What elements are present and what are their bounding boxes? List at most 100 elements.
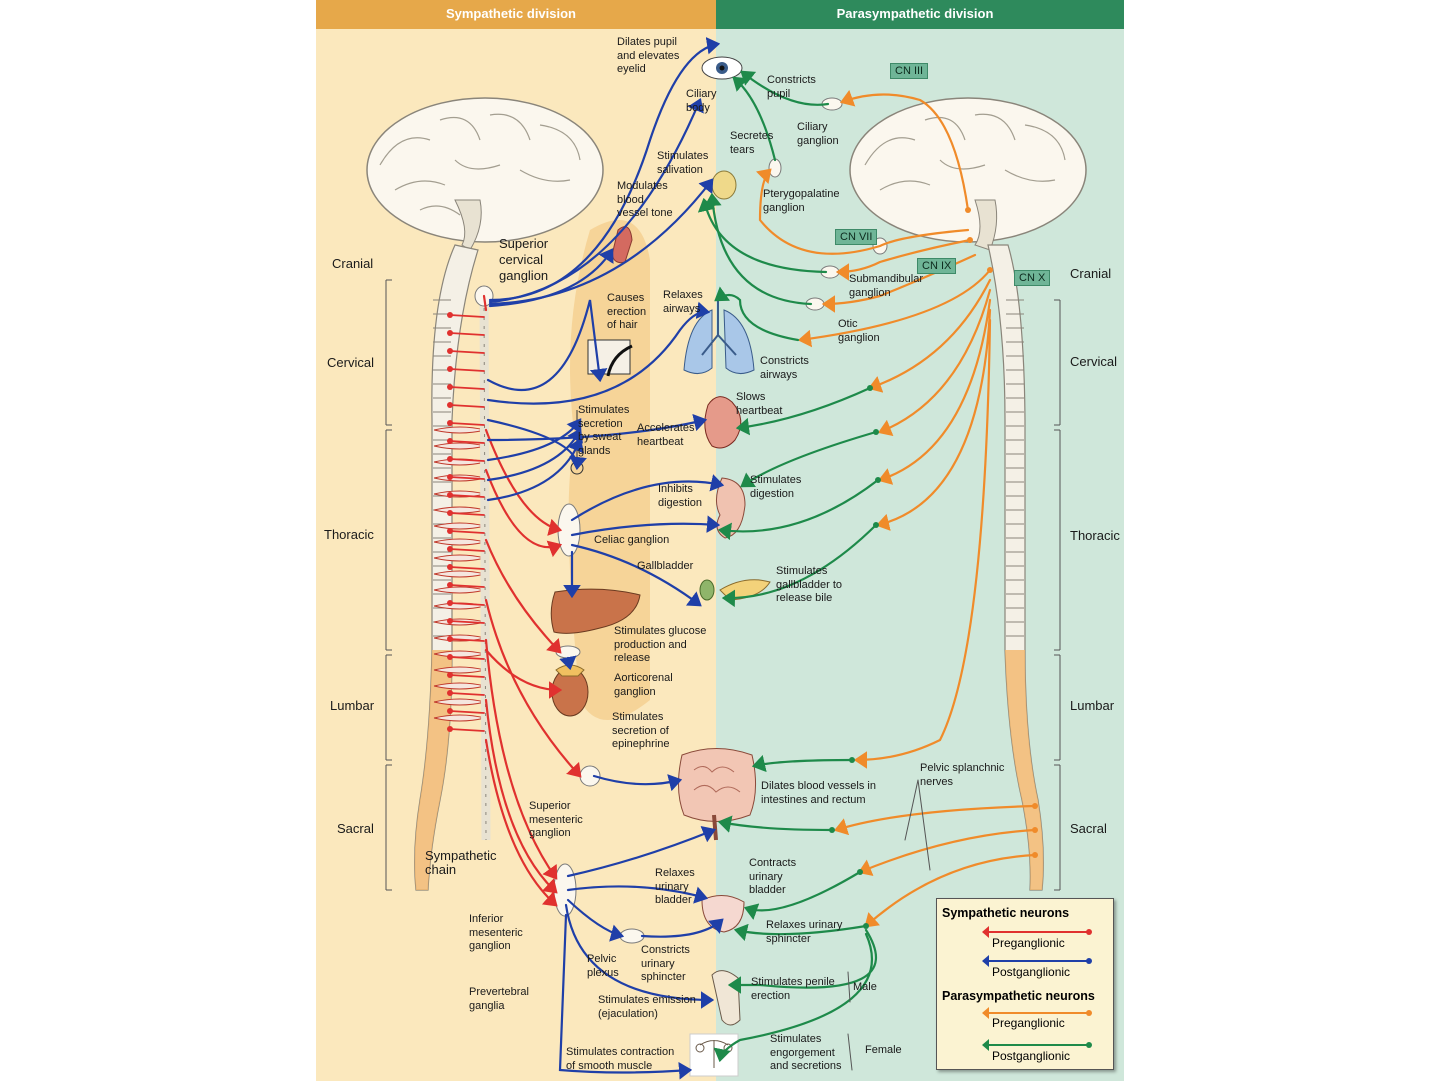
para-pre-cn7-submand (835, 238, 972, 281)
inferior-mesenteric-label: Inferior mesenteric ganglion (469, 913, 523, 952)
sym-pre-root (449, 530, 485, 534)
stimulates-salivation-label: Stimulates salivation (657, 150, 709, 176)
constricts-sphincter-label: Constricts urinary sphincter (641, 944, 690, 983)
sym-pre-to-sup-mesenteric (484, 598, 582, 778)
left-region-sacral: Sacral (337, 821, 374, 836)
legend-sym-post-line (982, 955, 1092, 967)
sym-pre-root (449, 494, 485, 498)
ciliary-body-label: Ciliary body (686, 88, 717, 114)
glucose-label: Stimulates glucose production and releas… (614, 625, 707, 664)
sym-pre-origin (447, 726, 453, 732)
para-post-origin (863, 923, 869, 929)
legend-para-post-label: Postganglionic (992, 1049, 1071, 1063)
para-post-stomach (717, 478, 880, 541)
para-pre-origin (965, 207, 971, 213)
right-cord-segments (1006, 299, 1024, 637)
sym-pre-root (449, 656, 485, 660)
sym-pre-root (449, 440, 485, 444)
legend-sympathetic-title: Sympathetic neurons (942, 906, 1070, 920)
para-post-intestines (751, 754, 854, 773)
sym-pre-root (449, 710, 485, 714)
sym-pre-root (449, 422, 485, 426)
sym-pre-origin (447, 672, 453, 678)
para-post-tears (732, 76, 777, 162)
sym-pre-root (449, 620, 485, 624)
pelvic-splanchnic-pointer (904, 779, 931, 871)
sympathetic-chain-label: Sympathetic chain (425, 849, 497, 874)
sym-pre-origin (447, 312, 453, 318)
sym-post-branch-1 (486, 418, 582, 462)
para-pre-cn7-ptery (756, 168, 970, 255)
lungs-organ (683, 300, 755, 374)
para-pre-cn10-lungs (797, 268, 992, 348)
para-post-origin (875, 477, 881, 483)
para-pre-cn3 (839, 89, 970, 212)
sym-post-emission (564, 903, 715, 1009)
sym-pre-origin (447, 420, 453, 426)
para-pre-origin (1032, 852, 1038, 858)
para-pre-cn10-gallbladder (875, 308, 992, 531)
pterygopalatine-label: Pterygopalatine ganglion (763, 188, 840, 214)
sym-pre-to-pelvic (484, 738, 558, 907)
female-reproductive-organ (689, 1033, 739, 1077)
para-pre-origin (1032, 827, 1038, 833)
para-post-heart (735, 386, 872, 436)
sweat-glands-label: Stimulates secretion by sweat glands (578, 404, 630, 457)
sym-pre-origin (447, 546, 453, 552)
para-post-female (713, 932, 873, 1063)
para-post-digestion (740, 430, 878, 488)
relaxes-sphincter-label: Relaxes urinary sphincter (766, 919, 843, 945)
secretes-tears-label: Secretes tears (730, 130, 774, 156)
contracts-bladder-label: Contracts urinary bladder (749, 857, 797, 896)
para-pre-sacral-pelvic (864, 853, 1037, 928)
sym-post-smooth-muscle (558, 913, 693, 1080)
left-region-thoracic: Thoracic (324, 527, 374, 542)
sym-pre-origin (447, 618, 453, 624)
left-region-lumbar: Lumbar (330, 698, 375, 713)
sym-pre-to-inf-mesenteric (484, 638, 558, 880)
sym-pre-root (449, 602, 485, 606)
parasympathetic-header-bar (716, 0, 1124, 29)
cn-x-tag: CN X (1014, 270, 1051, 286)
sym-post-bladder (566, 885, 709, 904)
accelerates-heartbeat-label: Accelerates heartbeat (637, 422, 695, 448)
sym-pre-root (449, 548, 485, 552)
sym-pre-to-aorticorenal (484, 538, 562, 654)
sym-post-gallbladder (570, 543, 702, 607)
sym-pre-origin (447, 564, 453, 570)
sym-pre-root (449, 386, 485, 390)
sym-pre-origin (447, 636, 453, 642)
sym-post-lungs (486, 301, 711, 405)
legend-parasympathetic-title: Parasympathetic neurons (942, 989, 1095, 1003)
right-region-brackets (1054, 299, 1061, 891)
modulates-vessel-label: Modulates blood vessel tone (617, 180, 673, 219)
liver-organ (550, 588, 641, 634)
dilates-vessels-label: Dilates blood vessels in intestines and … (761, 780, 876, 806)
slows-heartbeat-label: Slows heartbeat (736, 391, 783, 417)
sym-post-stomach (570, 474, 725, 522)
sym-pre-to-celiac-2 (484, 468, 563, 558)
sex-brackets (847, 971, 853, 1071)
aorticorenal-label: Aorticorenal ganglion (614, 672, 673, 698)
sym-pre-cervical (482, 294, 488, 312)
sym-post-ciliary (488, 97, 704, 304)
penile-erection-label: Stimulates penile erection (751, 976, 835, 1002)
sym-pre-root (449, 512, 485, 516)
sym-post-pelvic-plexus (566, 898, 625, 942)
sym-pre-root (449, 314, 485, 318)
sym-post-rectum (566, 825, 717, 878)
heart-organ (704, 396, 742, 449)
para-post-rectum (717, 815, 834, 833)
sym-pre-root (449, 368, 485, 372)
sym-pre-origin (447, 510, 453, 516)
inhibits-digestion-label: Inhibits digestion (658, 483, 703, 509)
sym-post-vessel (488, 248, 614, 308)
legend-sym-pre-label: Preganglionic (992, 936, 1065, 950)
erection-hair-label: Causes erection of hair (607, 292, 647, 331)
stimulates-digestion-label: Stimulates digestion (750, 474, 802, 500)
sym-pre-root (449, 692, 485, 696)
sym-pre-origin (447, 438, 453, 444)
sym-post-branch-3 (486, 437, 585, 502)
